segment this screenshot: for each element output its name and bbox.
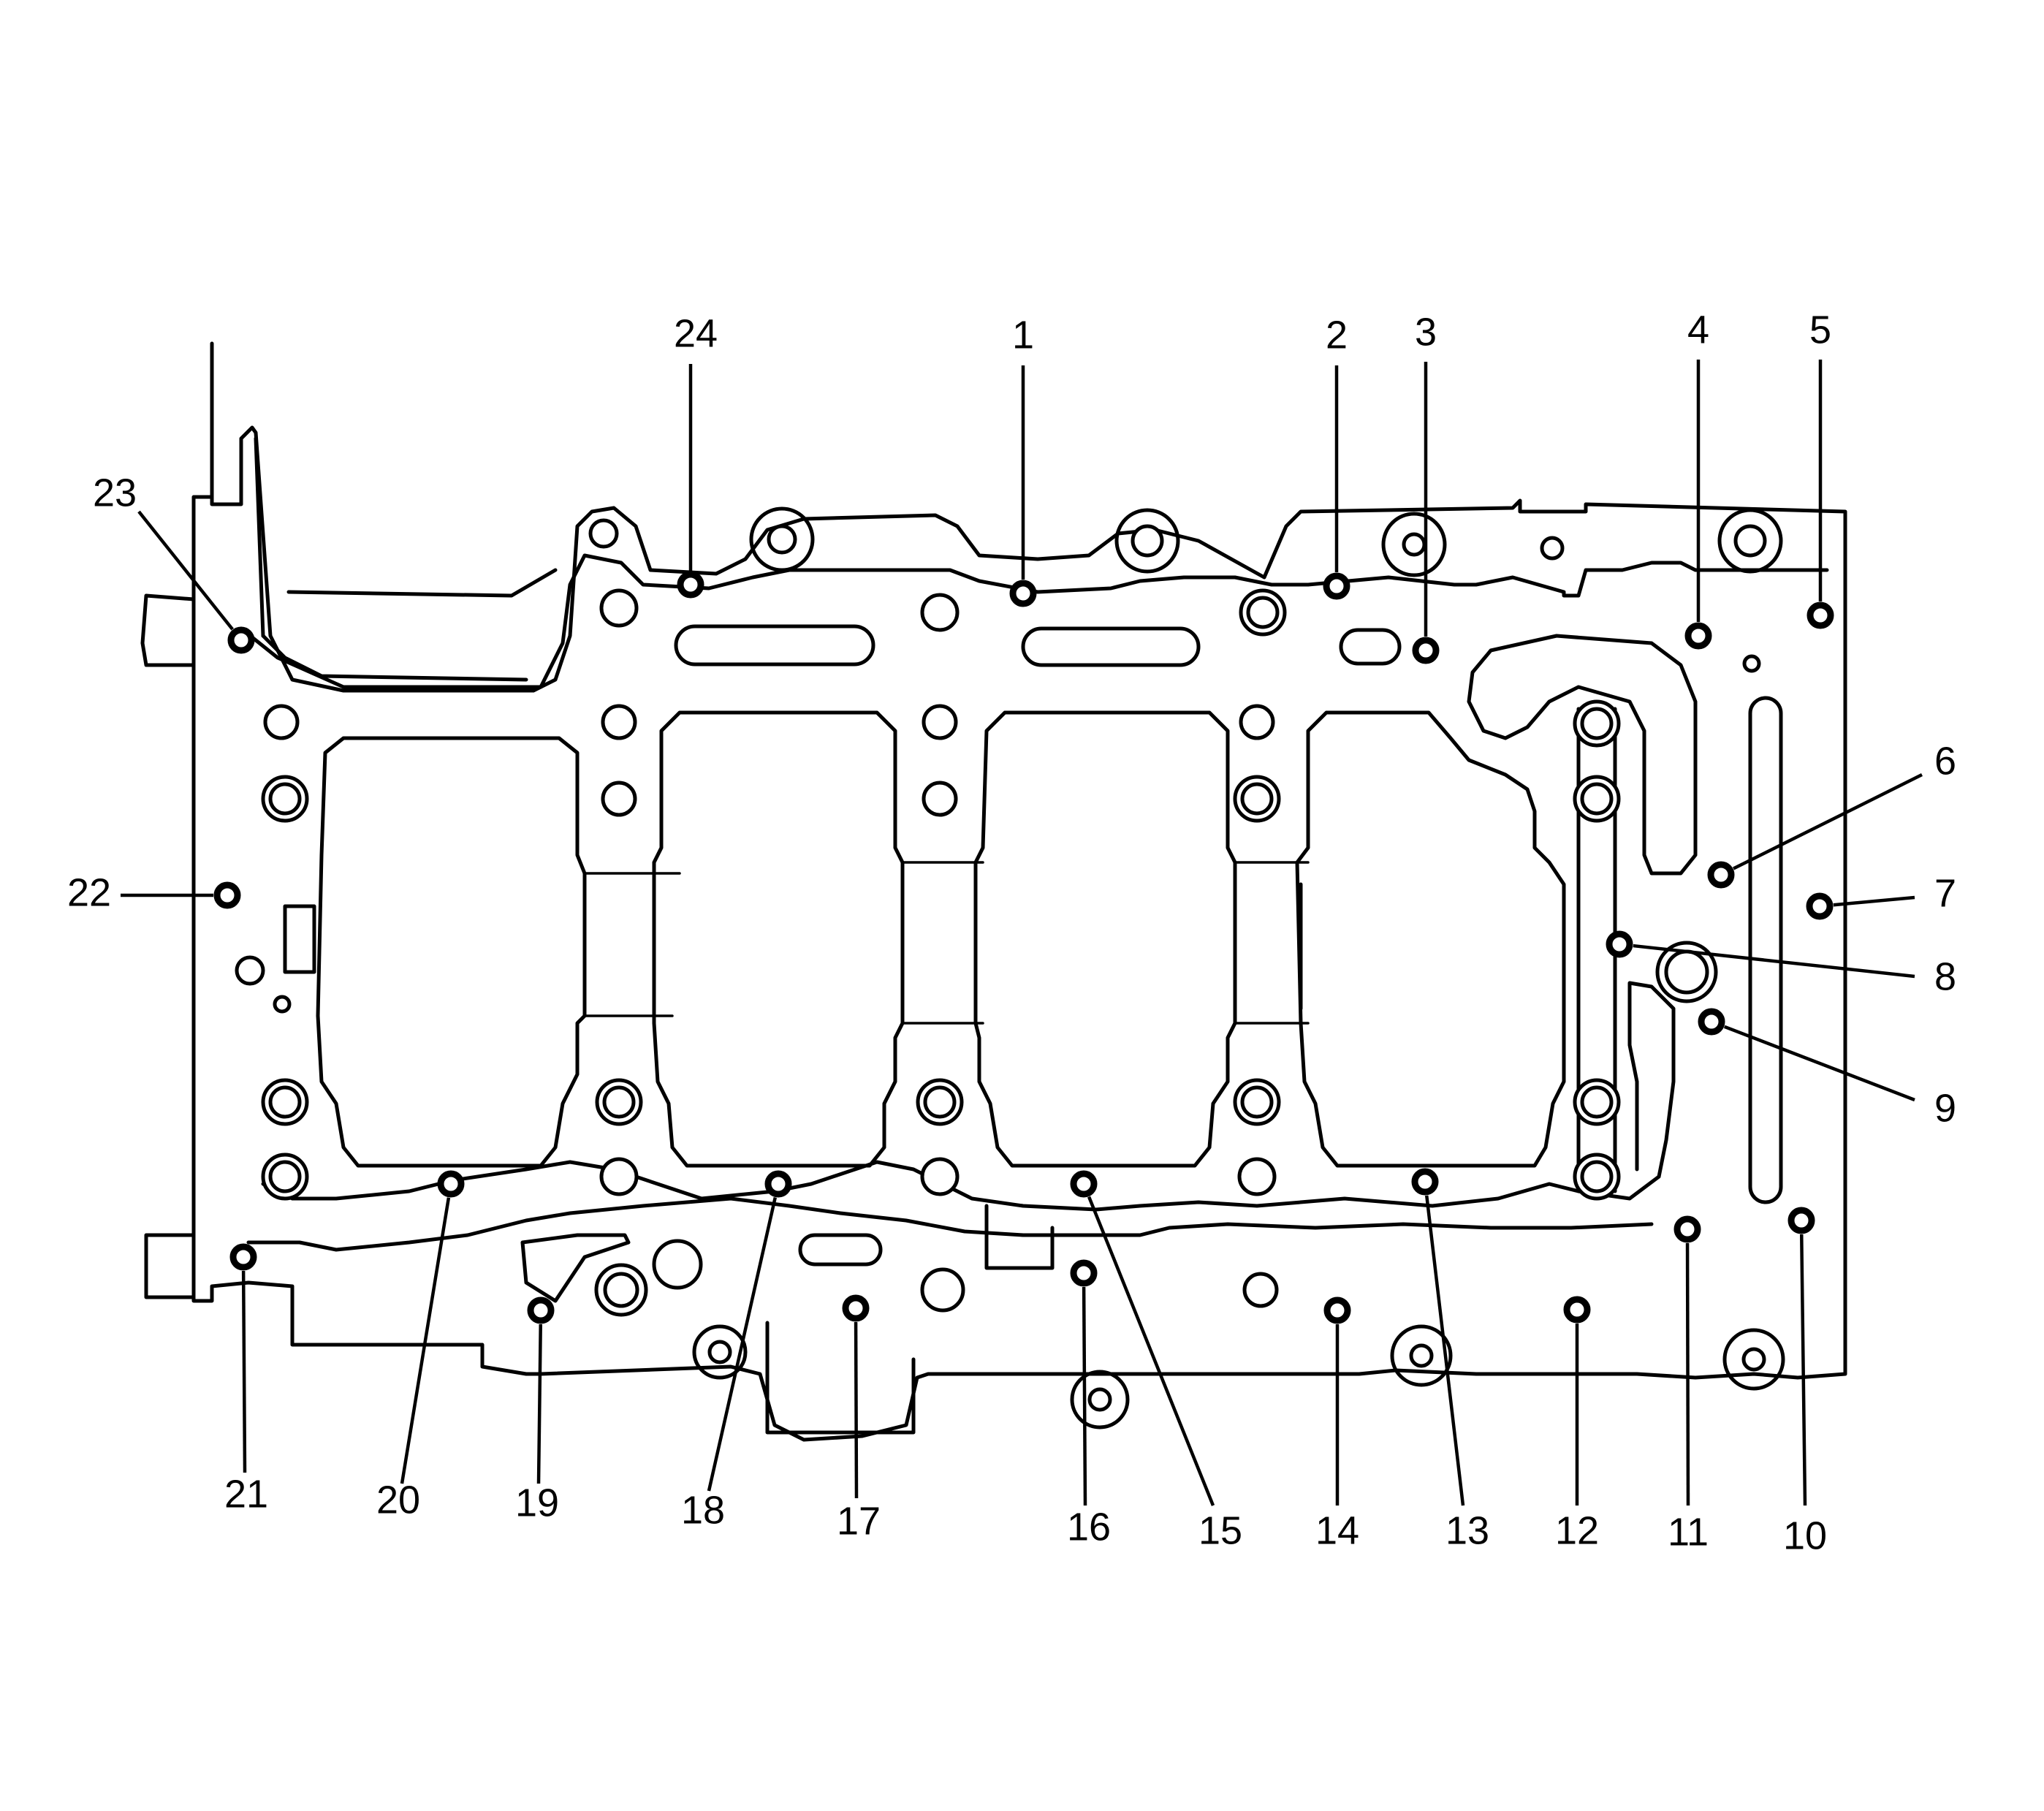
bolt-24 xyxy=(677,571,704,599)
slot xyxy=(1748,696,1783,1204)
bolt-21 xyxy=(229,1243,257,1271)
leader-line-11 xyxy=(1685,1242,1690,1506)
leader-line-8 xyxy=(1633,944,1915,979)
bolt-12 xyxy=(1563,1296,1591,1324)
slot xyxy=(1339,628,1402,666)
callout-label-20: 20 xyxy=(376,1478,420,1522)
sequence-bolts xyxy=(213,571,1834,1324)
bolt-20 xyxy=(437,1170,465,1198)
bolt-15 xyxy=(1070,1170,1098,1198)
leader-line-15 xyxy=(1087,1196,1215,1506)
callout-label-18: 18 xyxy=(681,1488,725,1532)
callout-label-21: 21 xyxy=(224,1472,268,1516)
callout-label-3: 3 xyxy=(1415,310,1437,354)
leader-lines xyxy=(121,360,1923,1506)
bolt-11 xyxy=(1673,1215,1701,1243)
slot xyxy=(1021,626,1201,667)
leader-line-7 xyxy=(1833,895,1915,907)
leader-line-23 xyxy=(137,510,234,631)
callout-label-5: 5 xyxy=(1809,308,1831,352)
bolt-22 xyxy=(213,881,241,909)
callout-label-10: 10 xyxy=(1783,1514,1827,1557)
bolt-6 xyxy=(1707,861,1735,889)
callout-label-9: 9 xyxy=(1934,1086,1956,1130)
bay-2 xyxy=(652,710,905,1168)
callout-label-13: 13 xyxy=(1445,1508,1489,1552)
bay-4 xyxy=(1295,710,1566,1168)
bolt-9 xyxy=(1698,1008,1725,1036)
leader-line-10 xyxy=(1799,1234,1807,1506)
bolt-16 xyxy=(1070,1259,1098,1287)
outer-outline xyxy=(191,341,1847,1442)
bolt-2 xyxy=(1323,572,1350,600)
leader-line-6 xyxy=(1733,772,1923,870)
bolt-5 xyxy=(1806,601,1834,629)
bolt-19 xyxy=(527,1296,555,1324)
callout-label-15: 15 xyxy=(1198,1508,1242,1552)
leader-line-16 xyxy=(1082,1286,1087,1506)
bolt-3 xyxy=(1412,637,1440,664)
bolt-4 xyxy=(1684,622,1712,650)
callout-label-4: 4 xyxy=(1687,308,1709,352)
callout-label-1: 1 xyxy=(1012,313,1034,357)
leader-line-20 xyxy=(400,1197,451,1484)
callout-label-19: 19 xyxy=(515,1481,559,1525)
leader-line-21 xyxy=(241,1270,247,1473)
callout-label-6: 6 xyxy=(1934,739,1956,783)
bay-3 xyxy=(973,710,1237,1168)
leader-line-13 xyxy=(1424,1195,1465,1506)
bolt-7 xyxy=(1806,892,1834,920)
through-holes xyxy=(235,518,1767,1412)
leader-line-19 xyxy=(536,1324,543,1484)
bolt-18 xyxy=(764,1170,792,1198)
bay-1 xyxy=(316,736,587,1168)
crankcase-outline xyxy=(140,341,1847,1442)
leader-line-18 xyxy=(707,1197,778,1492)
callout-label-16: 16 xyxy=(1067,1505,1111,1549)
callout-label-22: 22 xyxy=(67,870,111,914)
bolt-17 xyxy=(842,1294,870,1322)
bolt-10 xyxy=(1787,1207,1815,1234)
callout-label-11: 11 xyxy=(1668,1510,1709,1554)
slot xyxy=(674,624,875,667)
callout-label-7: 7 xyxy=(1934,871,1956,915)
callout-label-12: 12 xyxy=(1555,1508,1599,1552)
bolt-13 xyxy=(1411,1168,1439,1196)
bolt-14 xyxy=(1323,1296,1351,1324)
leader-line-9 xyxy=(1723,1025,1915,1102)
bolt-23 xyxy=(227,626,255,654)
callout-label-24: 24 xyxy=(674,311,718,355)
callout-label-8: 8 xyxy=(1934,954,1956,998)
callout-label-17: 17 xyxy=(837,1499,881,1543)
callout-label-2: 2 xyxy=(1326,313,1348,357)
callout-label-23: 23 xyxy=(93,471,137,515)
callout-label-14: 14 xyxy=(1315,1508,1359,1552)
bolt-8 xyxy=(1606,930,1633,958)
bolt-1 xyxy=(1009,580,1037,607)
